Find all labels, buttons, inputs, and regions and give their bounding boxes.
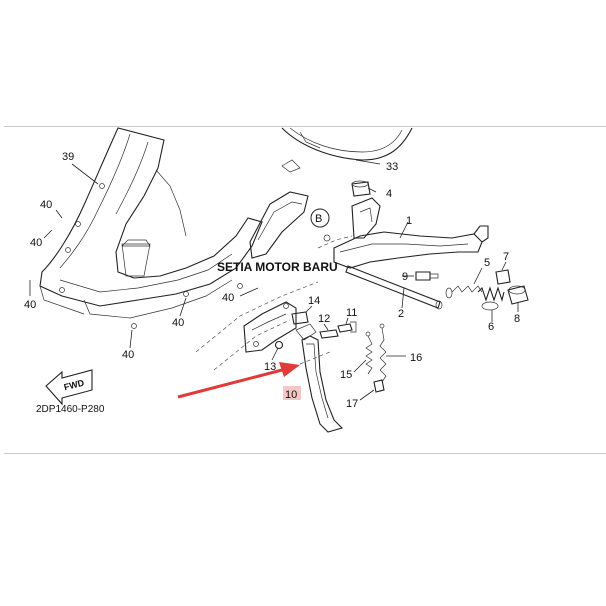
watermark: SETIA MOTOR BARU (217, 260, 338, 274)
callout-9: 9 (402, 271, 408, 283)
view-marker-label: B (315, 213, 322, 225)
view-marker: B (310, 208, 330, 228)
callout-16: 16 (410, 352, 422, 364)
rubber-stop-4 (351, 180, 371, 197)
frame-outline (195, 235, 353, 371)
inner-cover (249, 191, 309, 259)
side-stand-bracket (243, 301, 297, 353)
callout-numbers: 39 40 40 40 40 40 40 33 4 1 7 5 9 2 6 8 … (24, 151, 520, 410)
callout-6: 6 (488, 321, 494, 333)
diagram-code: 2DP1460-P280 (36, 404, 105, 415)
callout-40: 40 (40, 199, 52, 211)
callout-8: 8 (514, 313, 520, 325)
front-lower-cowl (39, 127, 263, 329)
callout-40: 40 (172, 317, 184, 329)
center-stand (323, 197, 489, 269)
callout-40: 40 (30, 237, 42, 249)
highlight-arrow (177, 362, 300, 399)
collar-17 (373, 379, 385, 393)
body-panel (281, 127, 413, 173)
callout-40: 40 (24, 299, 36, 311)
callout-15: 15 (340, 369, 352, 381)
callout-5: 5 (484, 257, 490, 269)
callout-11: 11 (346, 307, 357, 319)
callout-17: 17 (346, 398, 358, 410)
collar-7 (495, 269, 511, 285)
callout-40: 40 (222, 292, 234, 304)
side-stand (295, 323, 344, 433)
callout-33: 33 (386, 161, 398, 173)
callout-4: 4 (386, 188, 392, 200)
callout-13: 13 (264, 361, 276, 373)
fwd-arrow-icon: FWD (45, 369, 93, 406)
callout-40: 40 (122, 349, 134, 361)
spring-6 (477, 286, 505, 311)
stopper-8 (507, 285, 529, 305)
pivot-bolt (274, 311, 339, 350)
callout-10: 10 (285, 389, 297, 401)
bolt-11 (337, 321, 357, 333)
callout-12: 12 (318, 313, 330, 325)
parts-diagram (4, 126, 606, 454)
fwd-label: FWD (63, 378, 86, 393)
callout-39: 39 (62, 151, 74, 163)
callout-1: 1 (406, 215, 412, 227)
callout-7: 7 (503, 251, 509, 263)
side-stand-springs (365, 323, 387, 383)
callout-14: 14 (308, 295, 320, 307)
part-10-highlight (283, 386, 301, 400)
spring-5 (445, 285, 483, 299)
leader-lines (29, 159, 519, 401)
callout-2: 2 (398, 308, 404, 320)
center-stand-shaft (345, 265, 443, 310)
bolt-9 (415, 271, 439, 281)
